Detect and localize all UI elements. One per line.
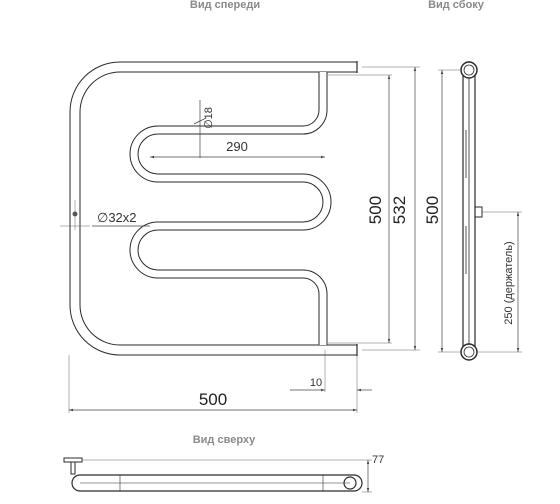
diameter-18-dimension: ∅18 <box>193 100 215 158</box>
height-532-value: 532 <box>390 196 409 224</box>
holder-250-dimension: 250 (держатель) <box>503 212 520 352</box>
diameter-symbol: ∅ <box>203 119 215 129</box>
front-view-label: Вид спереди <box>190 0 260 11</box>
holder-250-value: 250 (держатель) <box>503 241 515 324</box>
diameter-18-value: 18 <box>203 107 215 119</box>
height-500-dimension: 500 <box>366 75 391 343</box>
pipe-diameter-dimension: ∅32x2 <box>92 210 150 227</box>
depth-77-dimension: 77 <box>366 454 384 492</box>
offset-10-dimension: 10 <box>290 377 372 392</box>
svg-text:∅18: ∅18 <box>203 107 215 129</box>
pipe-diameter-symbol: ∅ <box>97 210 108 225</box>
pipe-diameter-value: 32x2 <box>108 210 136 225</box>
width-290-dimension: 290 <box>150 139 325 159</box>
height-532-dimension: 532 <box>390 67 417 350</box>
top-view: 77 <box>63 454 384 493</box>
side-view: 500 250 (держатель) <box>423 61 522 361</box>
holder-mount-marker <box>60 200 90 230</box>
height-500-value: 500 <box>366 196 385 224</box>
front-view: ∅18 290 ∅32x2 500 532 <box>60 61 420 413</box>
depth-77-value: 77 <box>372 454 384 466</box>
width-500-value: 500 <box>199 390 227 409</box>
top-view-label: Вид сверху <box>193 434 256 446</box>
side-view-label: Вид сбоку <box>428 0 485 11</box>
svg-text:∅32x2: ∅32x2 <box>97 210 137 225</box>
serpentine-pipe <box>129 72 332 345</box>
width-500-dimension: 500 <box>69 390 357 412</box>
side-500-value: 500 <box>423 196 442 224</box>
outer-frame-pipe <box>69 61 358 356</box>
side-500-dimension: 500 <box>423 70 444 352</box>
width-290-value: 290 <box>226 139 248 154</box>
offset-10-value: 10 <box>310 377 322 389</box>
